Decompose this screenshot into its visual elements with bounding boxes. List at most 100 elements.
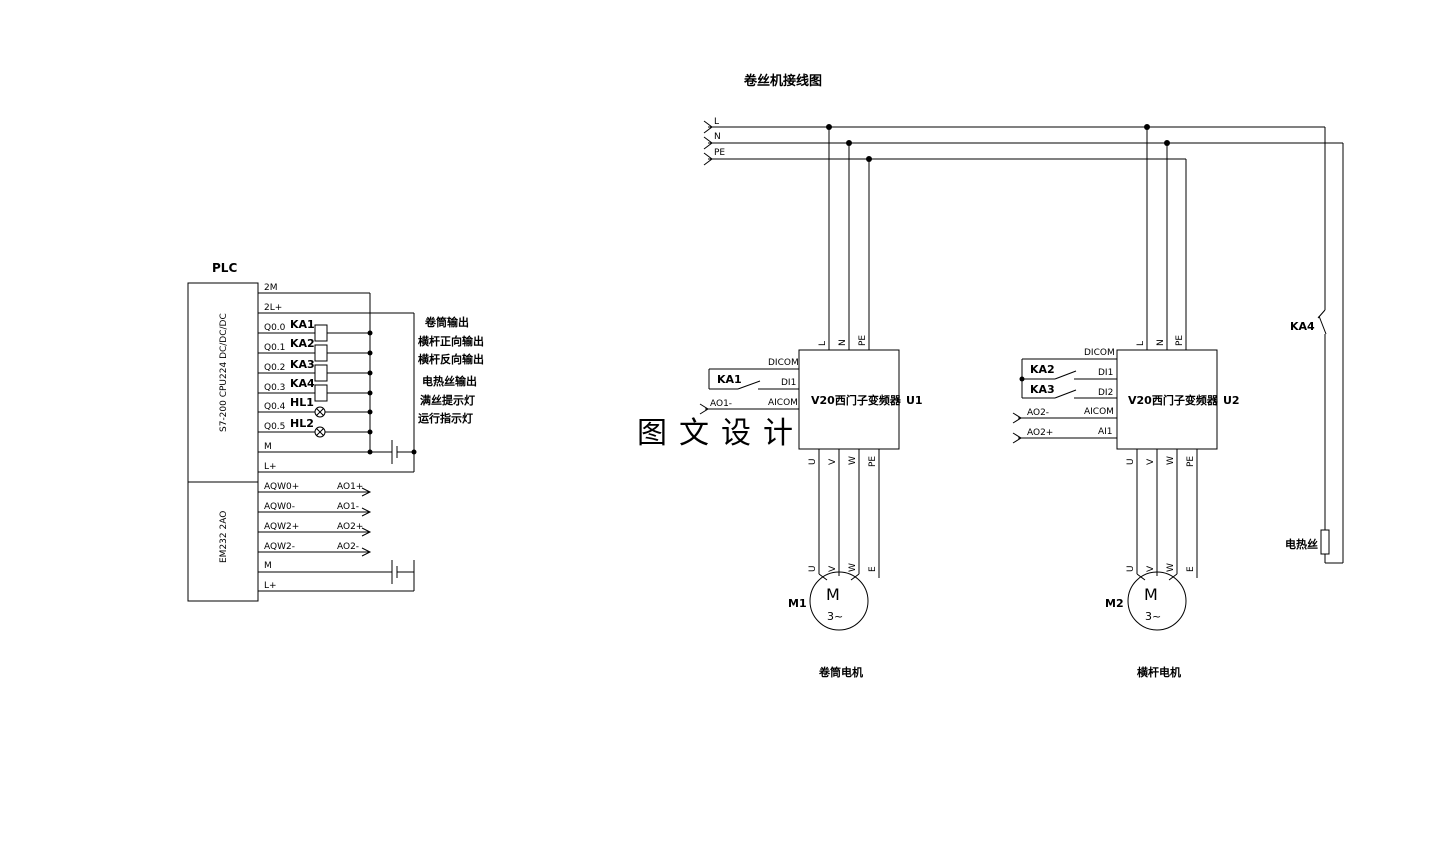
em-terminal: M <box>264 561 272 571</box>
u2-terminal: DICOM <box>1084 348 1115 358</box>
u2-terminal: AI1 <box>1098 427 1113 437</box>
u2-terminal-pe: PE <box>1175 335 1185 346</box>
plc-terminal: 2L+ <box>264 303 282 313</box>
output-description: 运行指示灯 <box>418 411 473 425</box>
output-description: 横杆反向输出 <box>418 352 484 366</box>
m2-symbol: M <box>1144 585 1158 604</box>
m1-terminal: E <box>868 566 878 572</box>
u1-terminal-l: L <box>818 341 828 346</box>
u2-terminal-n: N <box>1156 339 1166 346</box>
coil-ka2 <box>314 344 328 362</box>
output-description: 横杆正向输出 <box>418 334 484 348</box>
coil-label: KA4 <box>290 377 315 390</box>
m2-terminal: E <box>1186 566 1196 572</box>
plc-cpu-model: S7-200 CPU224 DC/DC/DC <box>219 313 229 432</box>
u1-ao-input: AO1- <box>710 399 732 409</box>
m1-terminal: V <box>828 565 838 572</box>
m2-terminal: U <box>1126 565 1136 572</box>
u2-contact-label: KA3 <box>1030 383 1055 396</box>
u2-terminal-u: U <box>1126 458 1136 465</box>
u2-terminal: DI2 <box>1098 388 1113 398</box>
lamp-hl2-icon <box>314 426 326 438</box>
u1-terminal-pe-out: PE <box>868 456 878 467</box>
motor-m2: U V W E M 3~ M2 横杆电机 <box>1105 563 1198 679</box>
u2-terminal-w: W <box>1166 456 1176 465</box>
plc-terminal: Q0.4 <box>264 402 286 412</box>
inverter-u1-box <box>798 349 900 450</box>
inverter-u1-name: V20西门子变频器 <box>811 393 902 407</box>
inverter-u1: V20西门子变频器 U1 L N PE DICOM DI1 AICOM KA1 … <box>699 335 923 574</box>
plc-terminal: Q0.2 <box>264 363 285 373</box>
output-description: 卷筒输出 <box>424 315 469 329</box>
inverter-u2: V20西门子变频器 U2 L N PE DICOM DI1 DI2 AICOM … <box>1012 335 1240 574</box>
em-terminal: AQW2- <box>264 542 295 552</box>
plc: PLC S7-200 CPU224 DC/DC/DC EM232 2AO <box>187 261 484 602</box>
m1-terminal: U <box>808 565 818 572</box>
u2-terminal-v: V <box>1146 458 1156 465</box>
u1-terminal-v: V <box>828 458 838 465</box>
coil-label: HL2 <box>290 417 314 430</box>
u1-terminal-n: N <box>838 339 848 346</box>
lamp-hl1-icon <box>314 406 326 418</box>
plc-terminal: Q0.0 <box>264 323 286 333</box>
u1-terminal: DICOM <box>768 358 799 368</box>
ao-output-label: AO2+ <box>337 522 363 532</box>
plc-terminal: L+ <box>264 462 277 472</box>
em-terminal: L+ <box>264 581 277 591</box>
u1-contact-label: KA1 <box>717 373 742 386</box>
plc-label: PLC <box>212 261 237 275</box>
u2-terminal: DI1 <box>1098 368 1113 378</box>
inverter-u2-name: V20西门子变频器 <box>1128 393 1219 407</box>
u2-terminal-pe-out: PE <box>1186 456 1196 467</box>
m2-label: 横杆电机 <box>1137 665 1181 679</box>
coil-ka3 <box>314 364 328 382</box>
u1-terminal: AICOM <box>768 398 798 408</box>
m1-id: M1 <box>788 597 807 610</box>
em-terminal: AQW0- <box>264 502 295 512</box>
plc-em-model: EM232 2AO <box>219 511 229 563</box>
ao-output-label: AO1- <box>337 502 359 512</box>
plc-terminal: M <box>264 442 272 452</box>
heater-branch: KA4 电热丝 <box>1285 127 1344 564</box>
bus-label-pe: PE <box>714 148 725 158</box>
coil-label: HL1 <box>290 396 314 409</box>
u2-ao-input: AO2+ <box>1027 428 1053 438</box>
m1-symbol: M <box>826 585 840 604</box>
u1-terminal-w: W <box>848 456 858 465</box>
em-terminal: AQW2+ <box>264 522 299 532</box>
u2-ao-input: AO2- <box>1027 408 1049 418</box>
m1-phase: 3~ <box>827 610 843 623</box>
m2-id: M2 <box>1105 597 1124 610</box>
plc-em-box <box>187 481 259 602</box>
plc-terminal: 2M <box>264 283 278 293</box>
em-terminal: AQW0+ <box>264 482 299 492</box>
u2-terminal: AICOM <box>1084 407 1114 417</box>
heater-label: 电热丝 <box>1285 537 1318 551</box>
u2-contact-label: KA2 <box>1030 363 1055 376</box>
heater-icon <box>1320 529 1330 555</box>
output-description: 满丝提示灯 <box>420 393 475 407</box>
plc-terminal: Q0.1 <box>264 343 285 353</box>
coil-label: KA3 <box>290 358 315 371</box>
coil-label: KA1 <box>290 318 315 331</box>
m1-terminal: W <box>848 563 858 572</box>
inverter-u1-id: U1 <box>906 394 923 407</box>
motor-m1: U V W E M 3~ M1 卷筒电机 <box>788 563 880 679</box>
u1-terminal: DI1 <box>781 378 796 388</box>
coil-ka4 <box>314 384 328 402</box>
motor-m2-icon <box>1127 571 1187 631</box>
bus-label-l: L <box>714 117 719 127</box>
inverter-u2-id: U2 <box>1223 394 1240 407</box>
m2-terminal: V <box>1146 565 1156 572</box>
watermark: 图文设计 <box>637 416 805 451</box>
ao-output-label: AO1+ <box>337 482 363 492</box>
inverter-u2-box <box>1116 349 1218 450</box>
u2-terminal-l: L <box>1136 341 1146 346</box>
plc-terminal: Q0.5 <box>264 422 285 432</box>
u1-terminal-pe: PE <box>858 335 868 346</box>
motor-m1-icon <box>809 571 869 631</box>
coil-label: KA2 <box>290 337 315 350</box>
m2-phase: 3~ <box>1145 610 1161 623</box>
m1-label: 卷筒电机 <box>818 665 863 679</box>
